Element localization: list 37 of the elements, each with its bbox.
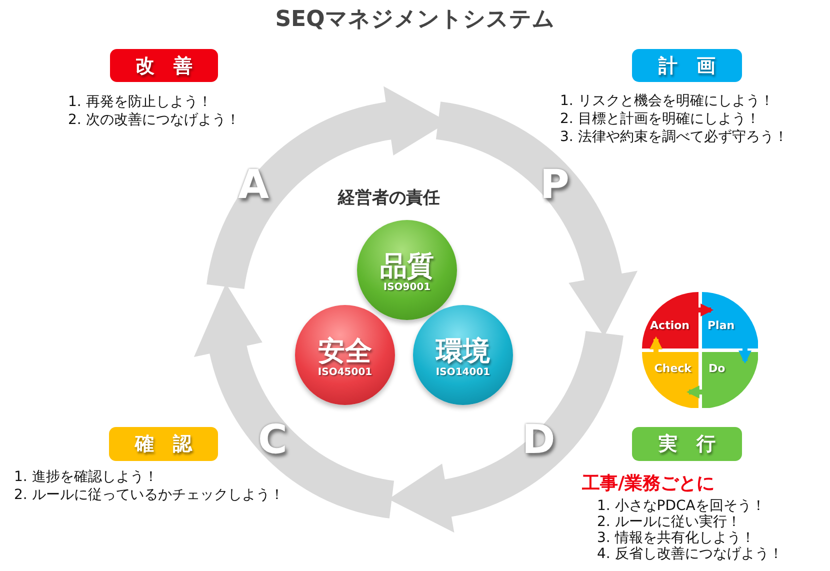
quadrant xyxy=(702,352,758,408)
step-heading: 確認 xyxy=(109,427,218,461)
step-heading: 実行 xyxy=(632,427,742,461)
list-item: 3. 法律や約束を調べて必ず守ろう！ xyxy=(560,128,788,146)
list-item: 2. ルールに従い実行！ xyxy=(597,513,741,530)
sphere-title: 安全 xyxy=(318,337,372,367)
list-item: 1. 小さなPDCAを回そう！ xyxy=(597,497,766,514)
quadrant-label: Do xyxy=(708,362,726,374)
quadrant-label: Check xyxy=(654,362,692,374)
sphere xyxy=(357,220,457,320)
phase-letter: A xyxy=(238,165,269,205)
list-item: 1. 進捗を確認しよう！ xyxy=(14,468,158,486)
standard-number: ISO14001 xyxy=(436,367,490,379)
standard-number: ISO9001 xyxy=(383,282,431,294)
phase-letter: C xyxy=(258,420,288,460)
list-item: 2. 次の改善につなげよう！ xyxy=(68,111,240,129)
quadrant xyxy=(702,292,758,348)
step-heading: 改善 xyxy=(110,49,218,82)
step-heading: 計画 xyxy=(632,49,742,82)
title: SEQマネジメントシステム xyxy=(275,7,555,32)
standard-number: ISO45001 xyxy=(318,367,372,379)
list-item: 1. リスクと機会を明確にしよう！ xyxy=(560,92,774,110)
quadrant xyxy=(642,292,698,348)
list-item: 1. 再発を防止しよう！ xyxy=(68,93,212,111)
group-heading: 経営者の責任 xyxy=(338,187,440,209)
phase-letter: P xyxy=(540,165,570,205)
quadrant-label: Plan xyxy=(708,319,735,332)
quadrant-label: Action xyxy=(650,319,690,332)
list-item: 2. 目標と計画を明確にしよう！ xyxy=(560,110,760,128)
sphere-title: 環境 xyxy=(436,337,490,367)
phase-letter: D xyxy=(522,420,556,460)
quadrant xyxy=(642,352,698,408)
list-item: 3. 情報を共有化しよう！ xyxy=(597,529,755,546)
sphere-title: 品質 xyxy=(380,252,434,282)
list-item: 2. ルールに従っているかチェックしよう！ xyxy=(14,486,284,504)
group-heading: 工事/業務ごとに xyxy=(582,475,715,493)
list-item: 4. 反省し改善につなげよう！ xyxy=(597,545,783,563)
